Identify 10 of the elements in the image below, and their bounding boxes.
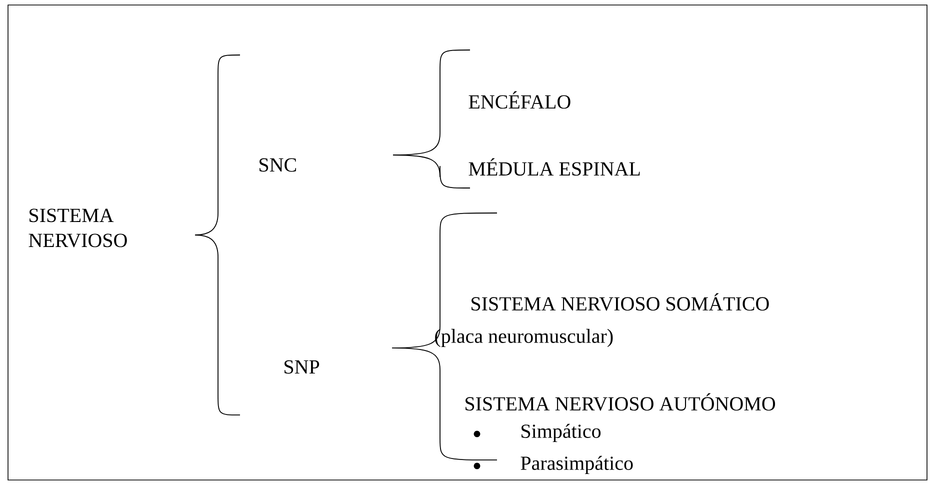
list-item: Simpático <box>522 424 601 442</box>
branch-label: SNC <box>260 158 296 172</box>
leaf-label: SISTEMA NERVIOSO SOMÁTICO <box>472 293 769 311</box>
root-label: SISTEMA NERVIOSO <box>28 208 127 248</box>
leaf-label: MÉDULA ESPINAL <box>468 158 640 176</box>
list-item: Parasimpático <box>520 456 633 474</box>
branch-label: SNP <box>284 360 320 374</box>
note-label: (placa neuromuscular) <box>435 328 613 348</box>
leaf-label: SISTEMA NERVIOSO AUTÓNOMO <box>466 393 776 411</box>
leaf-label: ENCÉFALO <box>468 91 570 109</box>
